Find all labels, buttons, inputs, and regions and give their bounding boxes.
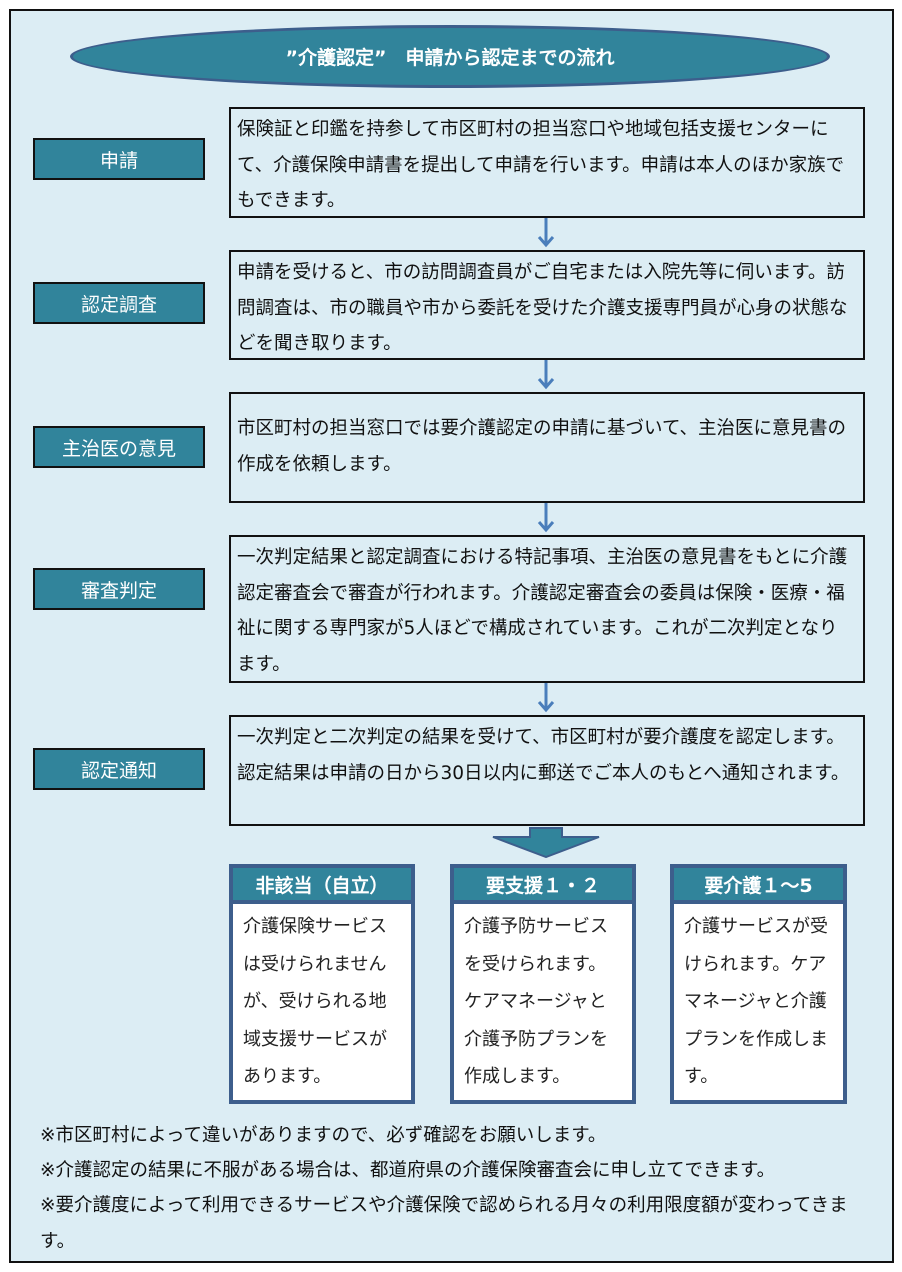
result-box-support-needed: 要支援１・２ 介護予防サービスを受けられます。ケアマネージャと介護予防プランを作… [450,864,636,1104]
down-arrow-icon [537,503,555,533]
note: ※市区町村によって違いがありますので、必ず確認をお願いします。 [40,1125,607,1146]
step-text-notification: 一次判定と二次判定の結果を受けて、市区町村が要介護度を認定します。認定結果は申請… [229,715,865,826]
result-text: 介護サービスが受けられます。ケアマネージャと介護プランを作成します。 [684,916,828,1087]
result-box-care-needed: 要介護１～5 介護サービスが受けられます。ケアマネージャと介護プランを作成します… [670,864,847,1104]
step-text-doctor-opinion: 市区町村の担当窓口では要介護認定の申請に基づいて、主治医に意見書の作成を依頼しま… [229,392,865,503]
step-label-doctor-opinion: 主治医の意見 [33,426,205,468]
step-text-survey: 申請を受けると、市の訪問調査員がご自宅または入院先等に伺います。訪問調査は、市の… [229,250,865,360]
step-label-notification: 認定通知 [33,748,205,790]
result-text: 介護保険サービスは受けられませんが、受けられる地域支援サービスがあります。 [243,916,387,1087]
down-arrow-icon [537,360,555,390]
note: ※介護認定の結果に不服がある場合は、都道府県の介護保険審査会に申し立てできます。 [40,1160,776,1181]
result-title: 非該当（自立） [233,868,411,904]
step-label-application: 申請 [33,138,205,180]
step-text-application: 保険証と印鑑を持参して市区町村の担当窓口や地域包括支援センターにて、介護保険申請… [229,107,865,218]
diagram-title: ”介護認定” 申請から認定までの流れ [70,25,830,88]
step-label-survey: 認定調査 [33,282,205,324]
result-title: 要介護１～5 [674,868,843,904]
step-label-review: 審査判定 [33,568,205,610]
big-down-arrow-icon [492,827,600,858]
result-title: 要支援１・２ [454,868,632,904]
down-arrow-icon [537,218,555,248]
down-arrow-icon [537,683,555,713]
note: ※要介護度によって利用できるサービスや介護保険で認められる月々の利用限度額が変わ… [40,1195,848,1252]
result-text: 介護予防サービスを受けられます。ケアマネージャと介護予防プランを作成します。 [464,916,608,1087]
step-text-review: 一次判定結果と認定調査における特記事項、主治医の意見書をもとに介護認定審査会で審… [229,535,865,683]
result-box-not-applicable: 非該当（自立） 介護保険サービスは受けられませんが、受けられる地域支援サービスが… [229,864,415,1104]
